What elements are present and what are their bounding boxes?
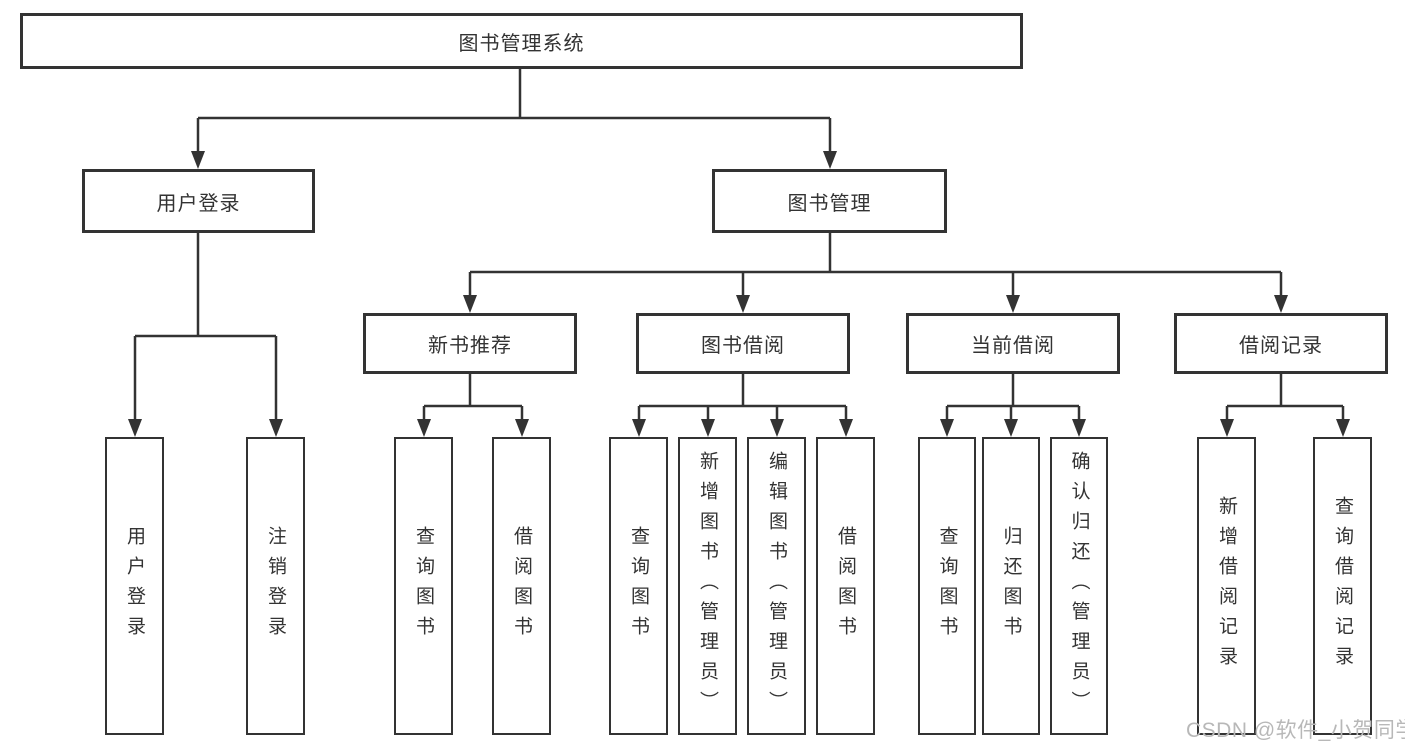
leaf-query-books-recommend: 查询图书	[394, 437, 453, 735]
leaf-query-books-borrow: 查询图书	[609, 437, 668, 735]
leaf-return-book: 归还图书	[982, 437, 1040, 735]
leaf-confirm-return-admin: 确认归还（管理员）	[1050, 437, 1108, 735]
node-book-borrow: 图书借阅	[636, 313, 850, 374]
leaf-edit-book-admin-label: 编辑图书（管理员）	[766, 451, 787, 721]
leaf-borrow-books-recommend-label: 借阅图书	[511, 526, 532, 646]
node-current-borrow: 当前借阅	[906, 313, 1120, 374]
node-borrow-records-label: 借阅记录	[1239, 335, 1323, 357]
leaf-return-book-label: 归还图书	[1000, 526, 1022, 646]
leaf-logout: 注销登录	[246, 437, 305, 735]
leaf-add-borrow-record: 新增借阅记录	[1197, 437, 1256, 735]
node-user-login: 用户登录	[82, 169, 315, 233]
leaf-query-books-current-label: 查询图书	[936, 526, 958, 646]
leaf-add-borrow-record-label: 新增借阅记录	[1216, 496, 1237, 676]
leaf-user-login-label: 用户登录	[124, 526, 145, 646]
csdn-watermark: CSDN @软件_小贺同学	[1186, 719, 1405, 742]
node-user-login-label: 用户登录	[156, 192, 241, 215]
leaf-borrow-books-label: 借阅图书	[835, 526, 856, 646]
node-library-system-label: 图书管理系统	[458, 32, 585, 55]
leaf-user-login: 用户登录	[105, 437, 164, 735]
leaf-logout-label: 注销登录	[265, 526, 286, 646]
leaf-confirm-return-admin-label: 确认归还（管理员）	[1068, 451, 1090, 721]
node-current-borrow-label: 当前借阅	[971, 335, 1055, 357]
leaf-add-book-admin: 新增图书（管理员）	[678, 437, 737, 735]
leaf-query-borrow-record: 查询借阅记录	[1313, 437, 1372, 735]
leaf-query-books-current: 查询图书	[918, 437, 976, 735]
leaf-borrow-books-recommend: 借阅图书	[492, 437, 551, 735]
leaf-add-book-admin-label: 新增图书（管理员）	[697, 451, 718, 721]
node-book-management: 图书管理	[712, 169, 947, 233]
leaf-query-books-borrow-label: 查询图书	[628, 526, 649, 646]
leaf-query-books-recommend-label: 查询图书	[413, 526, 434, 646]
node-new-book-recommend: 新书推荐	[363, 313, 577, 374]
node-library-system: 图书管理系统	[20, 13, 1023, 69]
leaf-edit-book-admin: 编辑图书（管理员）	[747, 437, 806, 735]
leaf-borrow-books: 借阅图书	[816, 437, 875, 735]
node-new-book-recommend-label: 新书推荐	[428, 335, 512, 357]
node-book-borrow-label: 图书借阅	[701, 335, 785, 357]
node-book-management-label: 图书管理	[787, 192, 872, 215]
leaf-query-borrow-record-label: 查询借阅记录	[1332, 496, 1353, 676]
node-borrow-records: 借阅记录	[1174, 313, 1388, 374]
